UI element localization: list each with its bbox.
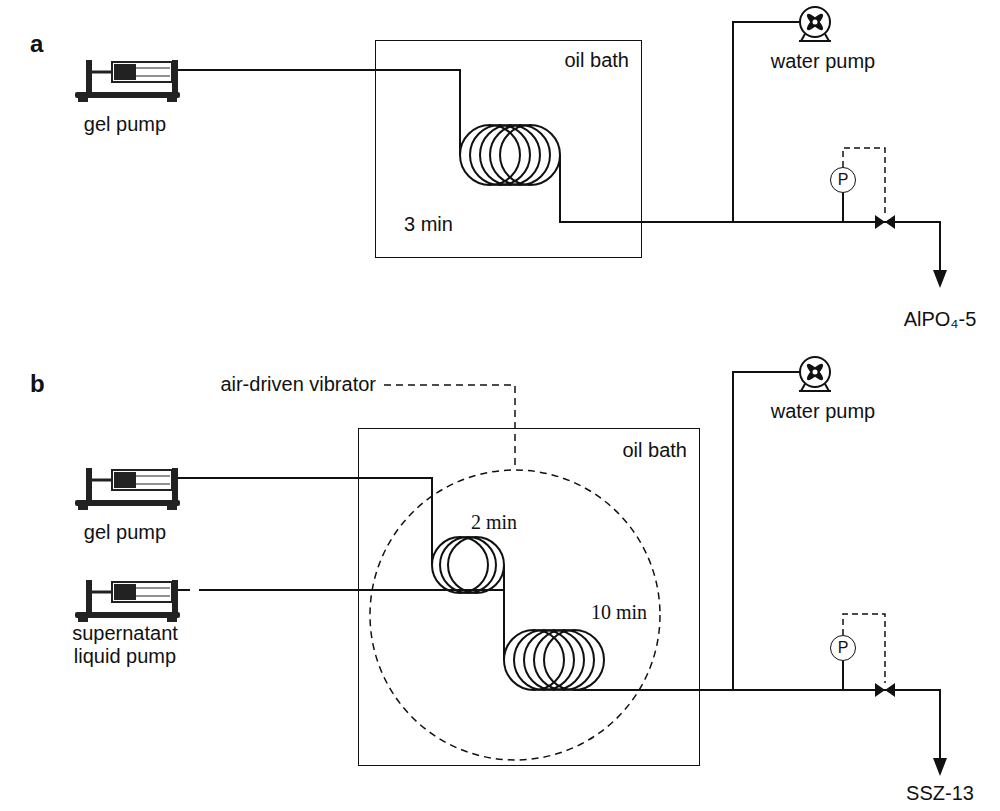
pipe [560, 155, 940, 272]
product-label: AlPO₄-5 [904, 308, 977, 331]
oil-bath-box: oil bath 3 min [375, 40, 642, 258]
reactor-coil [432, 537, 504, 593]
node-text: water pump [771, 400, 876, 423]
pipe [178, 69, 190, 71]
water-pump-symbol [799, 7, 831, 41]
node-text: gel pump [84, 113, 166, 136]
valve [875, 683, 895, 697]
node-text: 2 min [471, 511, 517, 534]
pipe [503, 565, 505, 660]
pump-node: supernatant liquid pump [51, 575, 199, 675]
pump-node: gel pump [60, 55, 190, 137]
product-label: SSZ-13 [906, 782, 974, 805]
node-text: gel pump [84, 521, 166, 544]
pipe [178, 477, 190, 479]
reactor-coil [460, 125, 560, 185]
pump-node: gel pump [60, 463, 190, 545]
syringe-pump [75, 468, 180, 510]
pipe [178, 589, 190, 591]
oil-bath-box: oil bath 2 min 10 min [358, 428, 700, 766]
pipe [574, 690, 940, 760]
pipe-connector [190, 477, 358, 479]
pipe [375, 70, 460, 155]
outlet-arrowhead [933, 758, 947, 776]
pipe [358, 478, 432, 565]
pump-node: water pump [763, 5, 883, 77]
pressure-gauge: P [830, 635, 856, 661]
pipe-connector [190, 69, 375, 71]
pressure-gauge: P [830, 167, 856, 193]
syringe-pump [75, 580, 180, 622]
pipe-connector [199, 589, 358, 591]
reactor-coil [504, 630, 604, 690]
node-text: supernatant liquid pump [55, 622, 195, 668]
node-text: oil bath [623, 439, 688, 462]
node-text: P [838, 172, 849, 188]
outlet-arrowhead [933, 270, 947, 288]
panel-letter: b [30, 370, 45, 398]
valve [875, 215, 895, 229]
water-pump-symbol [799, 357, 831, 391]
node-text: oil bath [565, 49, 630, 72]
syringe-pump [75, 60, 180, 102]
pump-node: water pump [763, 355, 883, 427]
node-text: water pump [771, 50, 876, 73]
panel-letter: a [30, 30, 43, 58]
callout-label: air-driven vibrator [220, 373, 376, 396]
pipe [842, 193, 844, 222]
pipe [358, 589, 504, 591]
node-text: P [838, 640, 849, 656]
vibrator-zone [370, 470, 660, 760]
node-text: 3 min [404, 213, 453, 236]
pipe [842, 661, 844, 690]
node-text: 10 min [591, 601, 647, 624]
